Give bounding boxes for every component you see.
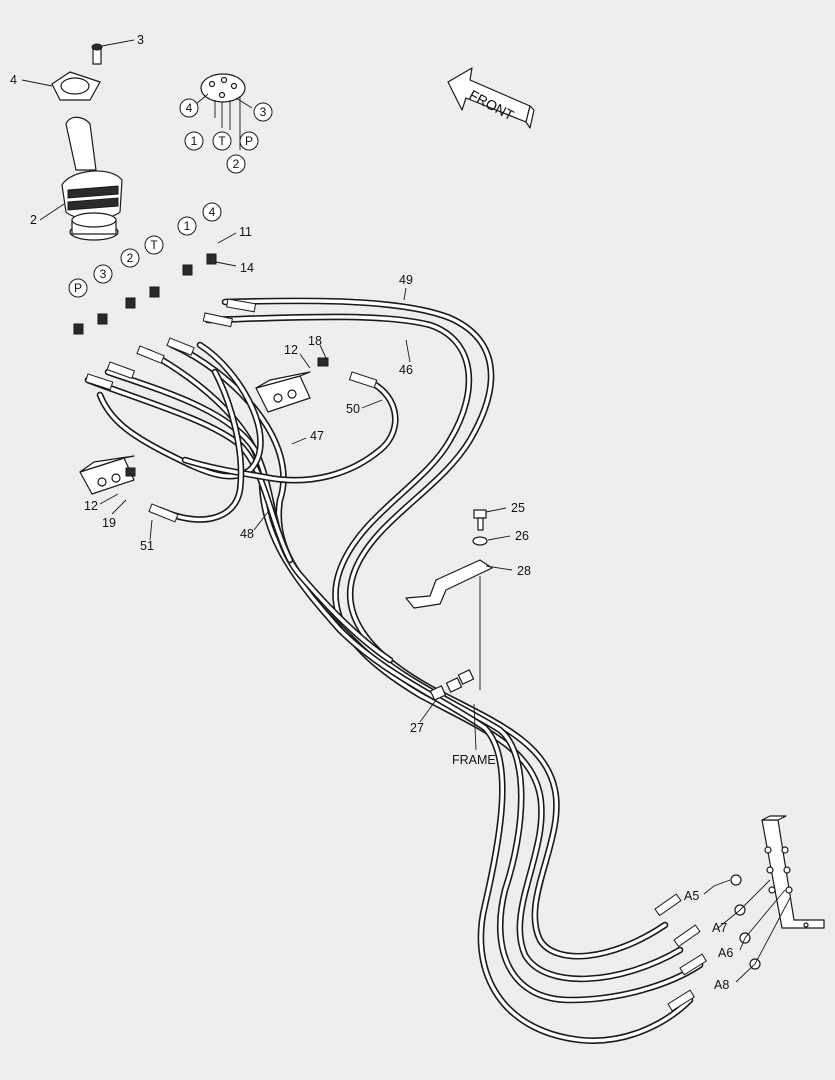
hose-50	[168, 341, 704, 1004]
port-marker-line-1: 1	[177, 216, 197, 236]
callout-26: 26	[515, 529, 529, 543]
callout-2-joystick: 2	[30, 213, 37, 227]
port-marker-line-3: 3	[93, 264, 113, 284]
callout-labels: 3 4 2 11 14 49 46 18 12 50 47 12 19 51 4…	[10, 33, 733, 992]
hose-end-sleeves	[84, 298, 707, 1012]
pilot-valve-joystick	[61, 116, 123, 241]
callout-12-lower: 12	[84, 499, 98, 513]
port-marker-3-top: 3	[253, 102, 273, 122]
callout-3-top: 3	[137, 33, 144, 47]
callout-25: 25	[511, 501, 525, 515]
hose-51	[156, 368, 245, 523]
callout-49: 49	[399, 273, 413, 287]
washer-26	[472, 536, 488, 546]
port-layout-plate	[200, 73, 246, 103]
fittings	[73, 253, 329, 477]
port-marker-t-top: T	[212, 131, 232, 151]
hose-49	[221, 297, 669, 960]
callout-46: 46	[399, 363, 413, 377]
port-marker-1-top: 1	[184, 131, 204, 151]
port-marker-line-p: P	[68, 278, 88, 298]
bracket-28	[405, 559, 493, 609]
port-markers: 4 3 1 T P 2 1 4	[68, 98, 273, 298]
leader-lines	[21, 39, 791, 983]
hose-46	[204, 313, 684, 983]
joystick-plate	[51, 43, 103, 101]
callout-48: 48	[240, 527, 254, 541]
port-marker-line-p-label: P	[74, 281, 82, 295]
port-marker-t-top-label: T	[218, 134, 226, 148]
port-marker-line-t: T	[144, 235, 164, 255]
callout-4-top: 4	[10, 73, 17, 87]
callout-a7: A7	[712, 921, 727, 935]
callout-14: 14	[240, 261, 254, 275]
port-marker-line-t-label: T	[150, 238, 158, 252]
port-marker-line-2: 2	[120, 248, 140, 268]
port-marker-line-4-label: 4	[209, 205, 216, 219]
port-marker-p-top-label: P	[245, 134, 253, 148]
bolt-25	[473, 509, 487, 531]
port-marker-line-4: 4	[202, 202, 222, 222]
bulkhead-bracket	[761, 815, 825, 929]
callout-47: 47	[310, 429, 324, 443]
port-marker-2-top-label: 2	[233, 157, 240, 171]
bulkhead-nuts	[730, 874, 761, 970]
hose-lower-return	[181, 374, 399, 484]
callout-51: 51	[140, 539, 154, 553]
callout-a6: A6	[718, 946, 733, 960]
callout-50: 50	[346, 402, 360, 416]
callout-11: 11	[239, 225, 252, 239]
port-marker-4-top-label: 4	[186, 101, 193, 115]
callout-18: 18	[308, 334, 322, 348]
junction-block-lower	[79, 455, 135, 495]
port-marker-3-top-label: 3	[260, 105, 267, 119]
callout-28: 28	[517, 564, 531, 578]
port-marker-4-top: 4	[179, 98, 199, 118]
clamps-27	[429, 669, 475, 701]
port-marker-2-top: 2	[226, 154, 246, 174]
callout-27: 27	[410, 721, 424, 735]
port-marker-1-top-label: 1	[191, 134, 198, 148]
callout-a8: A8	[714, 978, 729, 992]
port-marker-line-3-label: 3	[100, 267, 107, 281]
front-arrow	[447, 67, 535, 129]
frame-label: FRAME	[452, 753, 496, 767]
hose-bundle	[84, 297, 704, 1044]
junction-block-upper	[255, 371, 311, 413]
callout-19: 19	[102, 516, 116, 530]
callout-12-upper: 12	[284, 343, 298, 357]
port-marker-line-1-label: 1	[184, 219, 191, 233]
port-marker-line-2-label: 2	[127, 251, 134, 265]
callout-a5: A5	[684, 889, 699, 903]
port-marker-p-top: P	[239, 131, 259, 151]
hose-cross	[96, 341, 264, 480]
